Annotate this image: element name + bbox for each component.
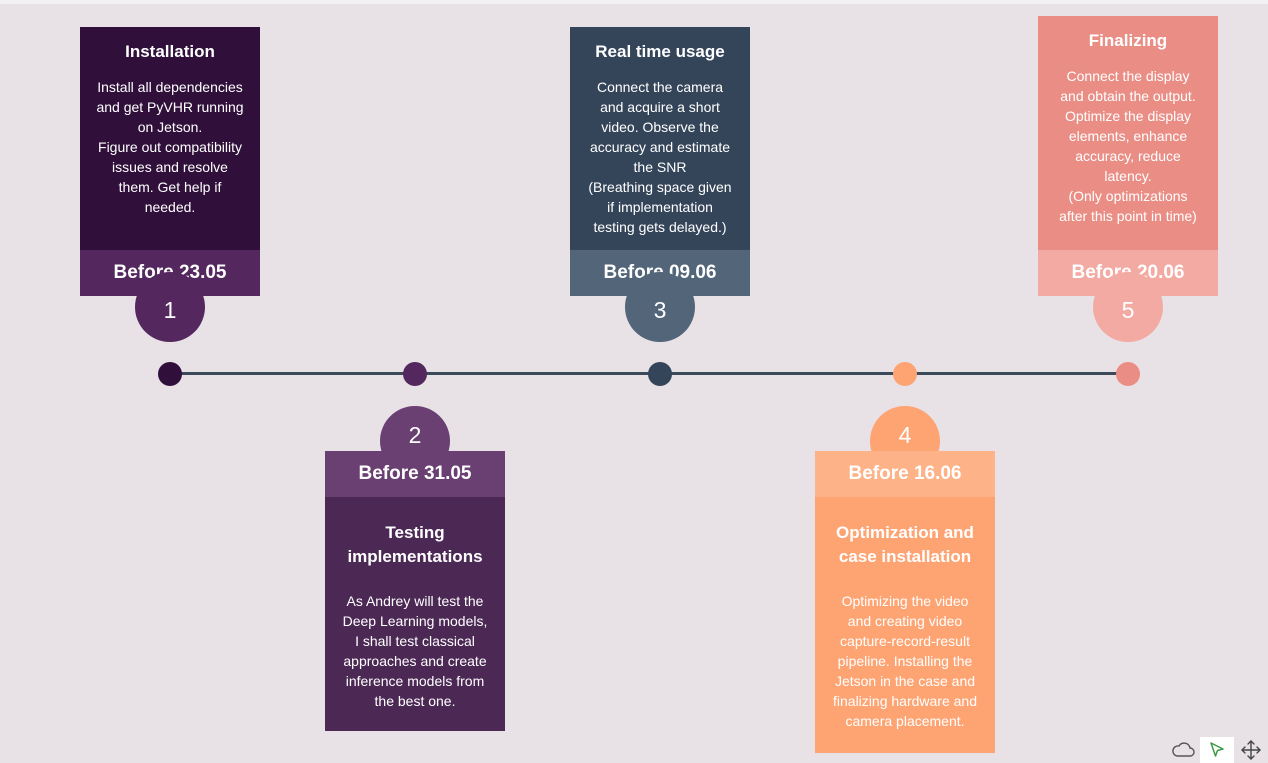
step-5-title: Finalizing [1088, 31, 1168, 50]
step-2-title: Testing implementations [347, 523, 483, 566]
step-3-dot [648, 362, 672, 386]
step-3-title: Real time usage [595, 42, 725, 61]
step-5-number: 5 [1093, 272, 1163, 342]
step-1-dot [158, 362, 182, 386]
step-1-description: Install all dependencies and get PyVHR r… [96, 79, 244, 215]
pointer-icon [1210, 742, 1224, 757]
step-2-dot [403, 362, 427, 386]
step-1-card: Installation Install all dependencies an… [80, 27, 260, 296]
top-border [0, 0, 1268, 4]
move-icon [1241, 740, 1261, 760]
step-2-card: Before 31.05 Testing implementations As … [325, 451, 505, 731]
step-3-description: Connect the camera and acquire a short v… [588, 79, 732, 235]
step-1-title: Installation [125, 42, 215, 61]
step-2-description: As Andrey will test the Deep Learning mo… [342, 593, 488, 709]
step-3-card: Real time usage Connect the camera and a… [570, 27, 750, 296]
step-2-date: Before 31.05 [325, 451, 505, 497]
step-4-card: Before 16.06 Optimization and case insta… [815, 451, 995, 753]
step-4-title: Optimization and case installation [836, 523, 974, 566]
select-tool-button[interactable] [1200, 737, 1234, 763]
step-5-dot [1116, 362, 1140, 386]
step-4-date: Before 16.06 [815, 451, 995, 497]
step-4-description: Optimizing the video and creating video … [833, 593, 977, 729]
move-tool-button[interactable] [1234, 737, 1268, 763]
cloud-icon [1172, 742, 1195, 757]
step-5-card: Finalizing Connect the display and obtai… [1038, 16, 1218, 296]
cloud-sync-button[interactable] [1166, 737, 1200, 763]
step-1-number: 1 [135, 272, 205, 342]
step-5-description: Connect the display and obtain the outpu… [1059, 68, 1197, 224]
canvas-toolbar [1166, 737, 1268, 763]
step-3-number: 3 [625, 272, 695, 342]
step-4-dot [893, 362, 917, 386]
